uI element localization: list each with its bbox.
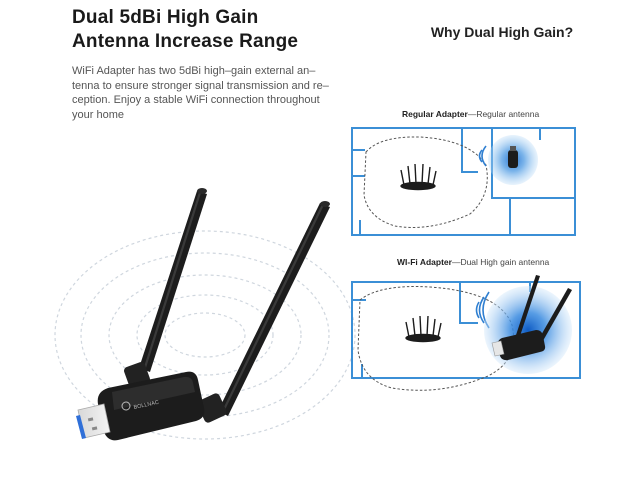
router-icon-wifi xyxy=(405,315,442,343)
headline: Dual 5dBi High Gain Antenna Increase Ran… xyxy=(72,6,372,54)
floorplan-regular xyxy=(351,127,576,236)
wifi-signal-icon-regular xyxy=(478,145,487,167)
wifi-adapter-detail: —Dual High gain antenna xyxy=(451,257,550,267)
usb-adapter-product: BOLLNAC xyxy=(76,188,330,441)
headline-line-1: Dual 5dBi High Gain xyxy=(72,7,259,28)
regular-adapter-caption: Regular Adapter—Regular antenna xyxy=(402,109,539,119)
description-line-2: tenna to ensure stronger signal transmis… xyxy=(72,79,329,92)
brand-mark: BOLLNAC xyxy=(133,400,159,411)
usb-dongle-icon-regular xyxy=(508,146,518,168)
router-icon-regular xyxy=(400,163,437,191)
coverage-area-regular xyxy=(363,136,488,228)
description-line-4: your home xyxy=(72,108,124,121)
comparison-title: Why Dual High Gain? xyxy=(430,24,574,40)
wifi-adapter-caption: WI-Fi Adapter—Dual High gain antenna xyxy=(397,257,549,267)
description-line-1: WiFi Adapter has two 5dBi high–gain exte… xyxy=(72,65,316,77)
description-line-3: ception. Enjoy a stable WiFi connection … xyxy=(72,94,320,106)
wifi-adapter-label: WI-Fi Adapter xyxy=(397,257,452,267)
regular-adapter-detail: —Regular antenna xyxy=(467,109,540,119)
antenna-left xyxy=(124,188,207,388)
antenna-right xyxy=(197,201,330,423)
description: WiFi Adapter has two 5dBi high–gain exte… xyxy=(72,64,334,122)
headline-line-2: Antenna Increase Range xyxy=(72,31,299,52)
dual-antenna-adapter-icon xyxy=(491,275,572,361)
regular-adapter-label: Regular Adapter xyxy=(402,109,468,119)
usb-connector xyxy=(76,403,111,439)
